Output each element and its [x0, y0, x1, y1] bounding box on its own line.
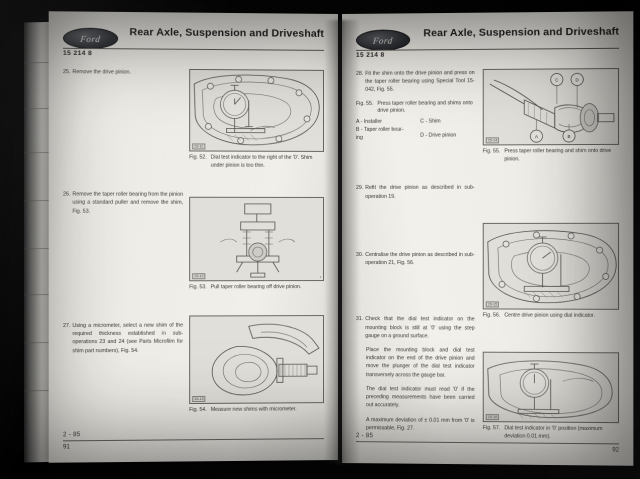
figure-52-image: 15-11 [189, 68, 325, 152]
left-text-column: 25. Remove the drive pinion. 26. Remove … [63, 68, 183, 357]
right-footer-page-number: 92 [612, 447, 620, 454]
legend-item-b: B - Taper roller bear-ing [355, 127, 404, 142]
step-26: 26. Remove the taper roller bearing from… [63, 191, 183, 216]
step-28-text: Fit the shim onto the drive pinion and p… [365, 70, 475, 94]
figure-54-caption-text: Measure new shims with micrometer. [210, 406, 297, 414]
figure-56-caption: Fig. 56. Centre drive pinion using dial … [483, 312, 619, 320]
step-25: 25. Remove the drive pinion. [63, 68, 183, 77]
left-page-header: Ford Rear Axle, Suspension and Driveshaf… [63, 26, 324, 58]
left-header-code: 15 214 8 [63, 49, 93, 58]
svg-text:B: B [568, 134, 571, 139]
step-29-number: 29. [355, 185, 364, 192]
figure-56-caption-text: Centre drive pinion using dial indicator… [504, 312, 595, 319]
step-28: 28. Fit the shim onto the drive pinion a… [356, 69, 475, 95]
right-footer-rule [355, 441, 620, 445]
dial-indicator-on-axle-housing-art [190, 70, 324, 151]
step-29: 29. Refit the drive pinion as described … [356, 184, 475, 201]
right-figure-column: C D A B 15-14 Fig. 55. Press taper rolle… [482, 68, 620, 442]
figure-53-caption-text: Pull taper roller bearing off drive pini… [210, 283, 302, 290]
left-figure-column: 15-11 Fig. 52. Dial test indicator to th… [189, 68, 325, 415]
step-31-number: 31. [355, 316, 364, 323]
step-29-text: Refit the drive pinion as described in s… [365, 185, 475, 200]
svg-text:D: D [576, 77, 579, 82]
micrometer-measuring-shim-art [190, 323, 320, 403]
installer-pressing-bearing-art: C D A B [484, 69, 619, 144]
step-31-text: Check that the dial test indicator on th… [365, 316, 475, 340]
svg-text:C: C [555, 78, 558, 83]
right-header-title: Rear Axle, Suspension and Driveshaft [423, 25, 620, 40]
left-page-footer: 2 - 85 91 [63, 430, 325, 451]
svg-text:A: A [535, 134, 538, 139]
ford-logo-icon: Ford [63, 27, 119, 50]
paragraph-3: A maximum deviation of ± 0.01 mm from '0… [366, 416, 475, 432]
inline-figure-55-caption-text: Press taper roller bearing and shims ont… [377, 99, 473, 115]
step-30-text: Centralise the drive pinion as described… [365, 251, 475, 267]
figure-54-caption: Fig. 54. Measure new shims with micromet… [189, 406, 324, 415]
figure-56-number: Fig. 56. [482, 312, 501, 319]
figure-55-legend: A - Installer B - Taper roller bear-ing … [356, 118, 475, 143]
step-28-number: 28. [355, 70, 364, 77]
paragraph-1: Place the mounting block and dial test i… [366, 347, 475, 379]
puller-on-pinion-art [190, 202, 295, 277]
paragraph-2: The dial test indicator must read '0' if… [366, 385, 475, 409]
step-30: 30. Centralise the drive pinion as descr… [356, 251, 475, 268]
dial-indicator-centering-art [484, 223, 619, 308]
inline-figure-55-caption: Fig. 55. Press taper roller bearing and … [356, 100, 475, 116]
figure-57-tag: 15-16 [485, 414, 500, 421]
figure-53-number: Fig. 53. [189, 283, 207, 290]
dial-indicator-zero-position-art [484, 353, 619, 422]
right-text-column: 28. Fit the shim onto the drive pinion a… [356, 69, 475, 433]
figure-55-image: C D A B 15-14 [482, 68, 620, 146]
figure-55-caption: Fig. 55. Press taper roller bearing and … [483, 148, 619, 164]
figure-56-tag: 15-15 [485, 300, 500, 308]
figure-57-image: 15-16 [482, 352, 620, 424]
legend-item-a: A - Installer [355, 119, 382, 126]
open-book: Ford Rear Axle, Suspension and Driveshaf… [48, 11, 634, 466]
figure-53-image: 15-12 • [189, 196, 325, 281]
right-footer-section: 2 - 85 [355, 433, 374, 440]
figure-56-image: 15-15 [482, 222, 620, 310]
figure-54-number: Fig. 54. [189, 407, 207, 414]
right-page-footer: 2 - 85 92 [355, 433, 620, 454]
ford-logo-icon-right: Ford [355, 29, 411, 51]
right-page-header: Ford Rear Axle, Suspension and Driveshaf… [355, 25, 620, 59]
step-31: 31. Check that the dial test indicator o… [356, 315, 475, 340]
inline-figure-55-number: Fig. 55. [355, 100, 374, 107]
step-27-text: Using a micrometer, select a new shim of… [72, 322, 184, 354]
figure-52-caption-text: Dial test indicator to the right of the … [210, 154, 313, 169]
left-footer-page-number: 91 [63, 444, 70, 451]
figure-53-tag: 15-12 [192, 272, 206, 279]
figure-52-tag: 15-11 [192, 143, 206, 150]
figure-55-caption-text: Press taper roller bearing and shim onto… [504, 147, 612, 163]
step-27-number: 27. [63, 322, 71, 329]
step-25-number: 25. [63, 69, 71, 76]
right-page: Ford Rear Axle, Suspension and Driveshaf… [342, 11, 634, 466]
figure-52-caption: Fig. 52. Dial test indicator to the righ… [189, 154, 324, 170]
figure-54-tag: 15-13 [192, 396, 206, 403]
ford-logo-text-right: Ford [372, 35, 394, 46]
right-header-code: 15 214 8 [355, 51, 385, 59]
step-27: 27. Using a micrometer, select a new shi… [63, 321, 183, 355]
figure-53-caption: Fig. 53. Pull taper roller bearing off d… [189, 284, 324, 292]
step-30-number: 30. [355, 251, 364, 258]
left-footer-rule [63, 438, 325, 442]
legend-item-c: C - Shim [420, 118, 441, 125]
figure-54-image: 15-13 [189, 315, 325, 405]
left-page: Ford Rear Axle, Suspension and Driveshaf… [48, 11, 339, 463]
figure-53-mark: • [319, 274, 322, 279]
left-header-rule [63, 47, 325, 51]
step-26-number: 26. [63, 191, 71, 198]
legend-item-d: D - Drive pinion [420, 132, 457, 139]
step-26-text: Remove the taper roller bearing from the… [72, 191, 184, 215]
left-footer-section: 2 - 85 [63, 432, 81, 439]
figure-55-number: Fig. 55. [482, 148, 501, 155]
left-header-title: Rear Axle, Suspension and Driveshaft [129, 26, 325, 40]
figure-55-tag: 15-14 [485, 137, 500, 144]
step-25-text: Remove the drive pinion. [72, 69, 131, 76]
ford-logo-text: Ford [80, 33, 102, 44]
figure-52-number: Fig. 52. [189, 154, 207, 161]
